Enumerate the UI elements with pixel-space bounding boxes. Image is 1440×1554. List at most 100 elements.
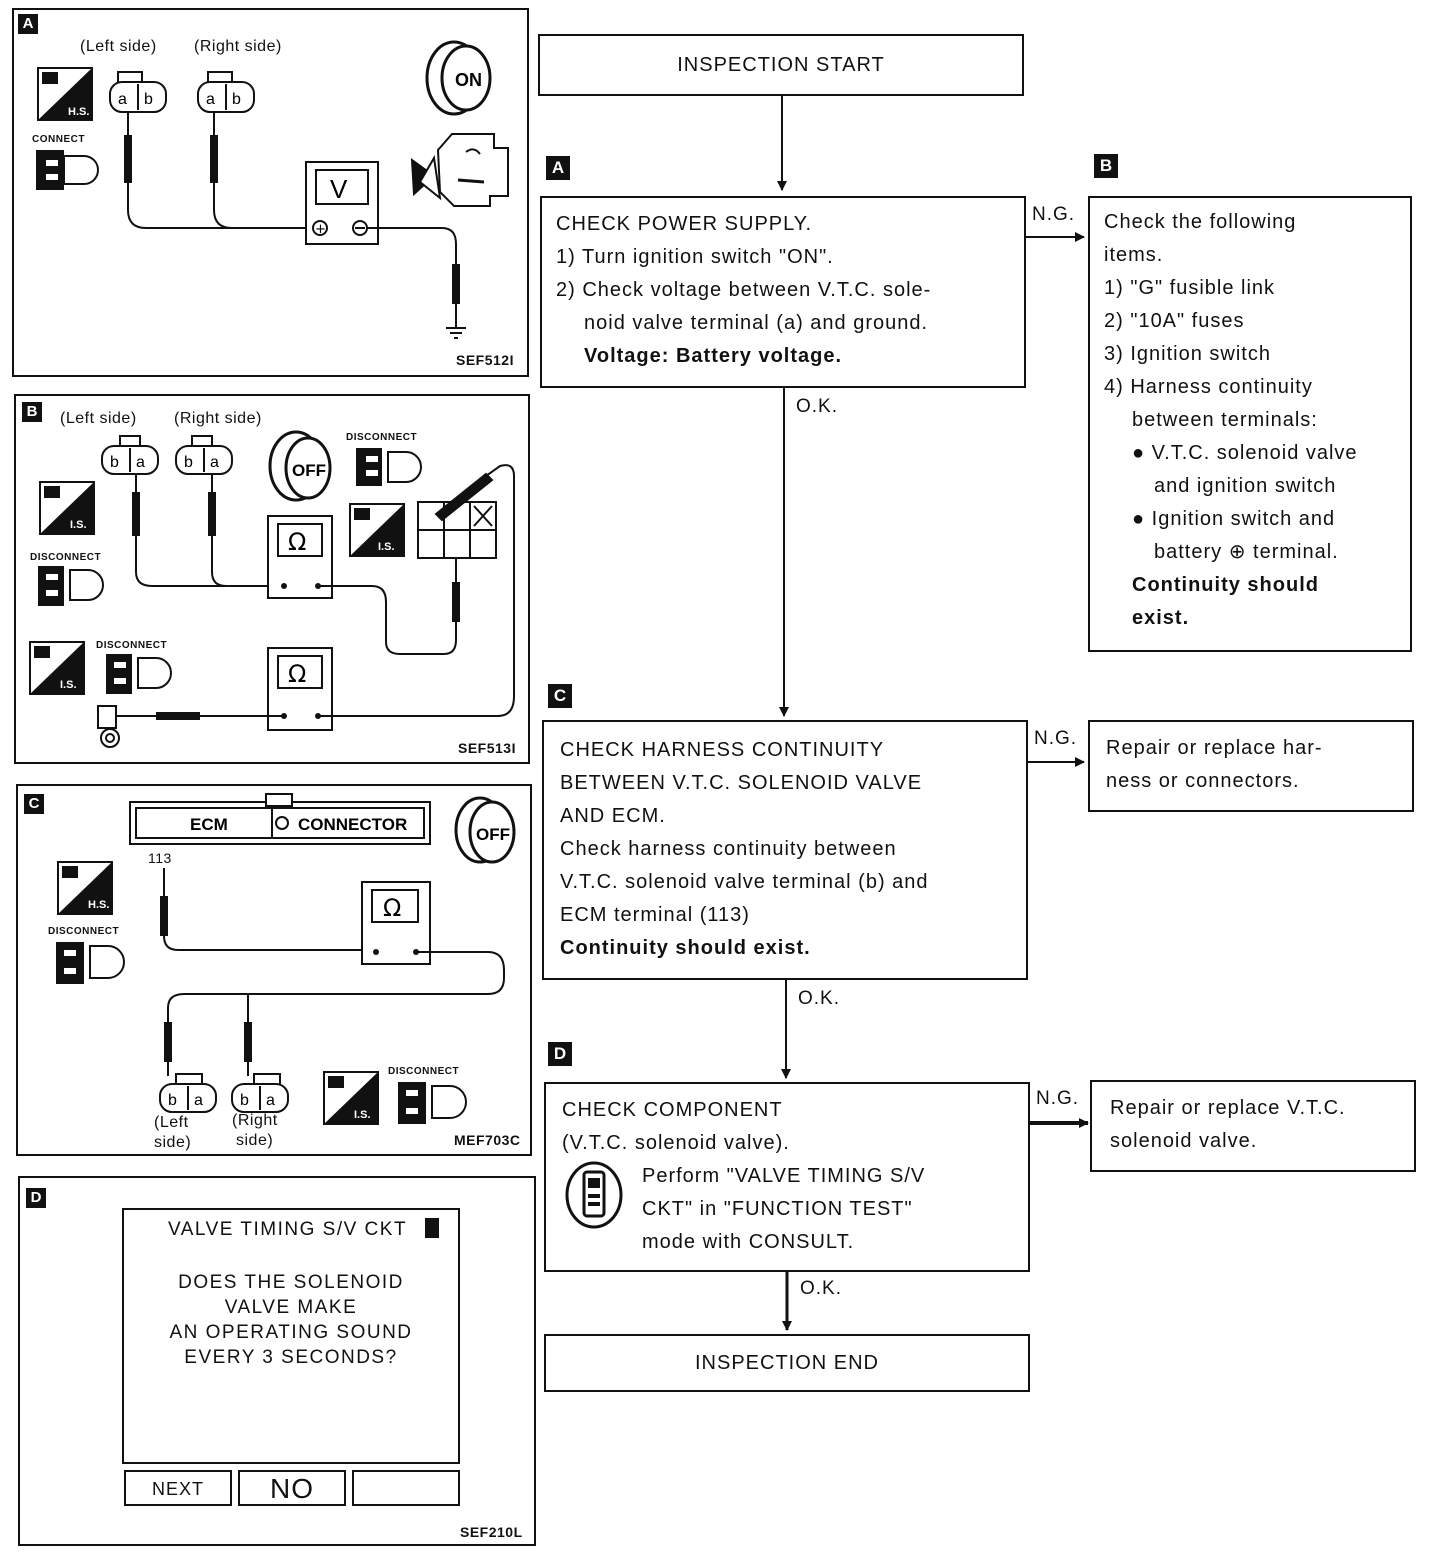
ignition-on-icon: ON xyxy=(425,40,492,116)
ng-label: N.G. xyxy=(1036,1088,1080,1109)
fuse-block-icon xyxy=(417,472,497,559)
battery-icon xyxy=(97,705,284,748)
disconnect-icon xyxy=(56,942,125,984)
check-harness-continuity-box: CHECK HARNESS CONTINUITY BETWEEN V.T.C. … xyxy=(542,720,1028,980)
svg-text:CONNECTOR: CONNECTOR xyxy=(298,815,407,834)
engine-icon xyxy=(410,133,509,207)
check-following-items-box: Check the following items. 1) "G" fusibl… xyxy=(1088,196,1412,652)
inspection-start-box: INSPECTION START xyxy=(538,34,1024,96)
connect-label: CONNECT xyxy=(32,134,85,145)
no-button[interactable]: NO xyxy=(238,1470,346,1506)
svg-text:ECM: ECM xyxy=(190,815,228,834)
blank-button[interactable] xyxy=(352,1470,460,1506)
svg-text:H.S.: H.S. xyxy=(68,106,89,118)
svg-text:a: a xyxy=(118,91,127,108)
ignition-switch-side-icon: I.S. xyxy=(323,1071,379,1125)
figure-b-panel: B (Left side) (Right side) DISCONNECT DI… xyxy=(14,394,530,764)
figure-c-tag: C xyxy=(24,794,44,814)
disconnect-label: DISCONNECT xyxy=(48,926,120,937)
figure-b-tag: B xyxy=(22,402,42,422)
svg-text:I.S.: I.S. xyxy=(378,541,395,553)
ground-icon xyxy=(446,327,466,339)
repair-solenoid-box: Repair or replace V.T.C. solenoid valve. xyxy=(1090,1080,1416,1172)
repair-harness-box: Repair or replace har- ness or connector… xyxy=(1088,720,1414,812)
disconnect-icon xyxy=(38,566,104,606)
connector-right: a b xyxy=(197,71,255,113)
next-button[interactable]: NEXT xyxy=(124,1470,232,1506)
ignition-switch-side-icon: I.S. xyxy=(39,481,95,535)
svg-text:I.S.: I.S. xyxy=(354,1109,371,1121)
ok-label: O.K. xyxy=(800,1278,843,1299)
svg-text:a: a xyxy=(194,1092,203,1109)
figure-b-drawing: b a b a OFF I.S. xyxy=(29,430,515,748)
svg-text:b: b xyxy=(184,454,193,471)
disconnect-icon xyxy=(356,448,422,486)
right-side-label: side) xyxy=(236,1132,274,1149)
figure-c-code: MEF703C xyxy=(454,1132,521,1148)
left-side-label: (Left side) xyxy=(80,38,157,55)
check-component-box: CHECK COMPONENT (V.T.C. solenoid valve).… xyxy=(544,1082,1030,1272)
svg-text:OFF: OFF xyxy=(292,461,326,480)
ohmmeter-icon: Ω xyxy=(361,881,431,965)
ignition-switch-side-icon: I.S. xyxy=(29,641,85,695)
figure-a-panel: A (Left side) (Right side) CONNECT SEF51… xyxy=(12,8,529,377)
svg-text:Ω: Ω xyxy=(288,660,306,688)
right-side-label: (Right side) xyxy=(194,38,282,55)
svg-text:OFF: OFF xyxy=(476,825,510,844)
step-b-tag: B xyxy=(1094,154,1118,178)
svg-text:b: b xyxy=(110,454,119,471)
ng-label: N.G. xyxy=(1034,728,1078,749)
svg-text:b: b xyxy=(144,91,153,108)
ignition-off-icon: OFF xyxy=(268,430,332,502)
connector-left: b a xyxy=(101,435,159,475)
consult-screen-title: VALVE TIMING S/V CKT xyxy=(168,1218,440,1241)
ng-label: N.G. xyxy=(1032,204,1076,225)
harness-side-icon: H.S. xyxy=(37,67,93,121)
consult-screen: VALVE TIMING S/V CKT DOES THE SOLENOID V… xyxy=(122,1208,460,1464)
svg-text:ON: ON xyxy=(455,70,482,90)
svg-text:Ω: Ω xyxy=(288,528,306,556)
svg-text:V: V xyxy=(330,174,348,204)
voltmeter-icon: V + xyxy=(305,161,379,245)
connector-left: b a xyxy=(159,1073,217,1113)
harness-side-icon: H.S. xyxy=(57,861,113,915)
ohmmeter-icon: Ω xyxy=(267,647,333,731)
svg-text:a: a xyxy=(210,454,219,471)
left-side-label: (Left side) xyxy=(60,410,137,427)
terminal-113-label: 113 xyxy=(148,850,172,866)
right-side-label: (Right side) xyxy=(174,410,262,427)
step-d-tag: D xyxy=(548,1042,572,1066)
disconnect-label: DISCONNECT xyxy=(346,432,418,443)
consult-icon xyxy=(565,1161,623,1229)
connect-icon xyxy=(36,150,99,190)
inspection-end-box: INSPECTION END xyxy=(544,1334,1030,1392)
svg-text:a: a xyxy=(206,91,215,108)
svg-text:H.S.: H.S. xyxy=(88,899,109,911)
disconnect-icon xyxy=(106,654,172,694)
disconnect-label: DISCONNECT xyxy=(30,552,102,563)
right-side-label: (Right xyxy=(232,1112,278,1129)
consult-question: DOES THE SOLENOID VALVE MAKE AN OPERATIN… xyxy=(169,1272,413,1368)
svg-text:+: + xyxy=(315,222,326,237)
ok-label: O.K. xyxy=(796,396,839,417)
connector-left: a b xyxy=(109,71,167,113)
svg-text:b: b xyxy=(232,91,241,108)
ignition-off-icon: OFF xyxy=(454,796,516,864)
left-side-label: (Left xyxy=(154,1114,189,1131)
ignition-switch-side-icon: I.S. xyxy=(349,503,405,557)
figure-a-drawing: H.S. a b a b xyxy=(36,40,509,339)
svg-text:a: a xyxy=(136,454,145,471)
disconnect-label: DISCONNECT xyxy=(96,640,168,651)
connector-right: b a xyxy=(231,1073,289,1113)
figure-a-tag: A xyxy=(18,14,38,34)
figure-d-code: SEF210L xyxy=(460,1524,523,1540)
svg-text:b: b xyxy=(240,1092,249,1109)
figure-c-panel: C 113 DISCONNECT DISCONNECT (Left side) … xyxy=(16,784,532,1156)
svg-text:a: a xyxy=(266,1092,275,1109)
figure-b-code: SEF513I xyxy=(458,740,516,756)
figure-d-panel: D VALVE TIMING S/V CKT DOES THE SOLENOID… xyxy=(18,1176,536,1546)
disconnect-icon xyxy=(398,1082,467,1124)
svg-text:I.S.: I.S. xyxy=(70,519,87,531)
figure-d-tag: D xyxy=(26,1188,46,1208)
svg-text:I.S.: I.S. xyxy=(60,679,77,691)
